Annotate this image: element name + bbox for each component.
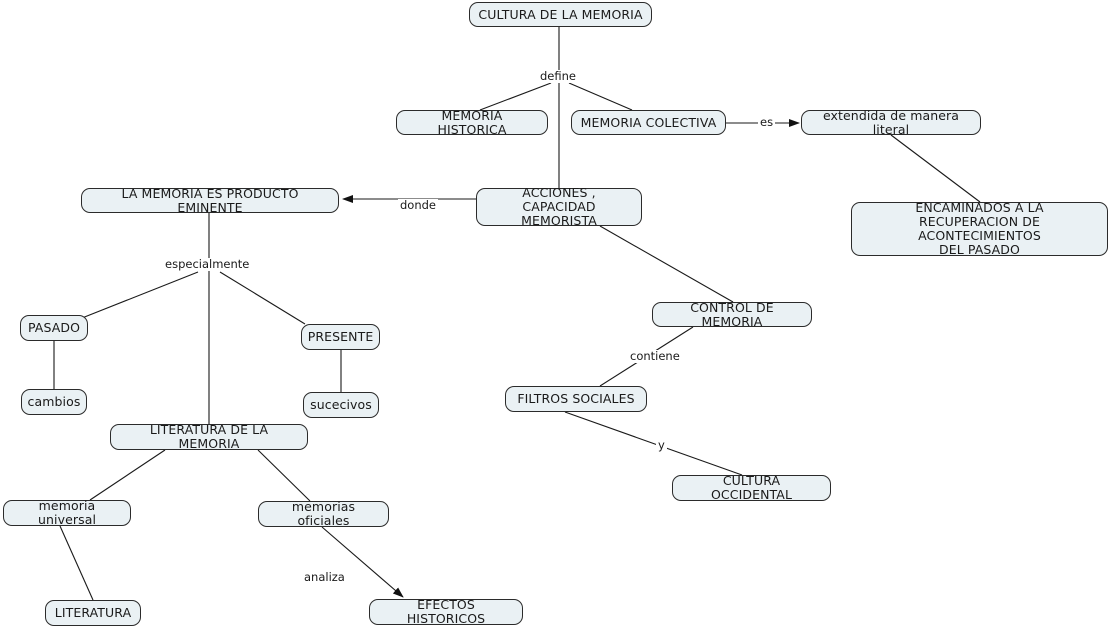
node-control_memoria[interactable]: CONTROL DE MEMORIA [652,300,812,328]
edge-filtros-occidental [564,411,743,476]
edge-define-historica [479,82,552,111]
edge-extendida-encaminados [890,134,981,203]
node-literatura[interactable]: LITERATURA [45,600,141,626]
edge-literatura-universal [89,449,166,501]
node-cultura_memoria[interactable]: CULTURA DE LA MEMORIA [469,2,652,27]
node-memoria_producto[interactable]: LA MEMORIA ES PRODUCTO EMINENTE [81,186,339,214]
node-cambios[interactable]: cambios [21,389,87,415]
edge-universal-literatura [59,525,94,601]
edge-define-colectiva [568,82,633,111]
node-encaminados[interactable]: ENCAMINADOS A LA RECUPERACION DE ACONTEC… [851,201,1108,257]
edge-junction-pasado [81,271,199,319]
link-label-especialmente: especialmente [163,257,252,271]
edge-acciones-control [599,225,734,303]
link-label-analiza: analiza [302,570,347,584]
link-label-define: define [538,69,578,83]
node-acciones_capacidad[interactable]: ACCIONES , CAPACIDAD MEMORISTA [476,186,642,228]
edge-oficiales-efectos [321,526,404,598]
edge-literatura-oficiales [257,449,311,502]
node-pasado[interactable]: PASADO [20,315,88,341]
node-memorias_oficiales[interactable]: memorias oficiales [258,500,389,528]
node-memoria_universal[interactable]: memoria universal [3,499,131,527]
link-label-contiene: contiene [628,349,682,363]
node-cultura_occidental[interactable]: CULTURA OCCIDENTAL [672,474,831,502]
link-label-donde: donde [398,198,438,212]
node-memoria_colectiva[interactable]: MEMORIA COLECTIVA [571,110,726,135]
node-memoria_historica[interactable]: MEMORIA HISTORICA [396,108,548,136]
node-presente[interactable]: PRESENTE [301,324,380,350]
link-label-es: es [758,115,776,129]
node-literatura_memoria[interactable]: LITERATURA DE LA MEMORIA [110,423,308,451]
node-filtros_sociales[interactable]: FILTROS SOCIALES [505,386,647,412]
link-label-y: y [656,438,667,452]
node-efectos_historicos[interactable]: EFECTOS HISTORICOS [369,598,523,626]
node-sucecivos[interactable]: sucecivos [303,392,379,418]
edge-junction-presente [219,271,306,325]
node-extendida_literal[interactable]: extendida de manera literal [801,108,981,136]
